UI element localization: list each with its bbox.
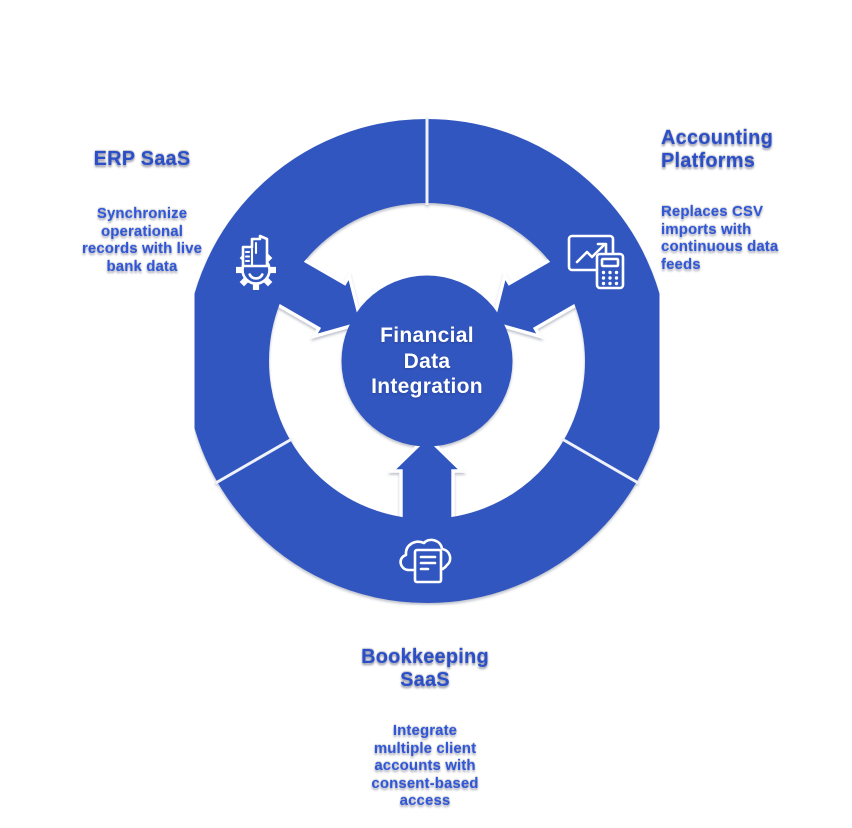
ring-segment-dividers xyxy=(214,117,640,485)
factory-gear-icon xyxy=(236,234,276,290)
cloud-shape xyxy=(399,538,452,572)
divider-lower-right xyxy=(561,437,640,485)
accounting-platforms-heading: Accounting Platforms xyxy=(661,127,773,172)
node-accounting-platforms-label: Accounting Platforms Replaces CSV import… xyxy=(661,109,831,291)
node-bookkeeping-saas-label: Bookkeeping SaaS Integrate multiple clie… xyxy=(320,628,530,828)
cloud-document-icon xyxy=(399,538,452,584)
erp-saas-description: Synchronize operational records with liv… xyxy=(81,205,203,275)
center-title: Financial Data Integration xyxy=(371,324,483,398)
document-shape xyxy=(413,548,443,584)
accounting-platforms-description: Replaces CSV imports with continuous dat… xyxy=(661,203,779,273)
arrow-from-bookkeeping xyxy=(387,434,467,527)
trend-line-shape xyxy=(575,243,606,264)
bookkeeping-saas-description: Integrate multiple client accounts with … xyxy=(371,722,479,809)
inward-arrows xyxy=(269,254,585,527)
factory-shape xyxy=(241,234,269,268)
trend-arrowhead-shape xyxy=(596,242,608,254)
node-erp-saas-label: ERP SaaS Synchronize operational records… xyxy=(52,130,232,293)
calculator-shape xyxy=(595,252,625,290)
divider-lower-left xyxy=(214,437,293,485)
erp-saas-heading: ERP SaaS xyxy=(93,148,191,170)
chart-calculator-icon xyxy=(567,234,625,290)
bookkeeping-saas-heading: Bookkeeping SaaS xyxy=(361,646,489,691)
center-circle xyxy=(341,275,513,447)
